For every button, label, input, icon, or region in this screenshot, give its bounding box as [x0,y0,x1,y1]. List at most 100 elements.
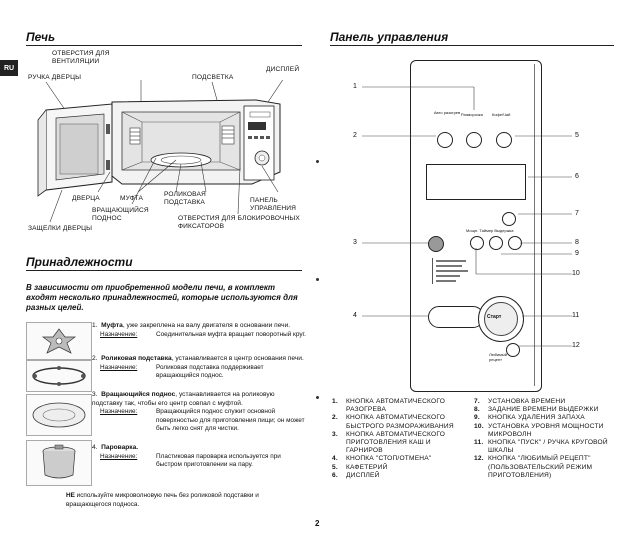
label-light: ПОДСВЕТКА [192,74,234,81]
steamer-image [26,440,92,486]
auto-reheat-button[interactable] [437,132,453,148]
callout-number: 12 [572,342,580,349]
note-text: используйте микроволновую печь без ролик… [66,492,259,508]
callout-leaders [362,86,572,347]
panel-section-title: Панель управления [330,30,449,44]
accessory-desc: , устанавливается на роликовую подставку… [92,391,275,407]
legend-item: 6.ДИСПЛЕЙ [332,471,380,479]
callout-number: 8 [575,239,579,246]
legend-item: 2.КНОПКА АВТОМАТИЧЕСКОГО БЫСТРОГО РАЗМОР… [332,414,454,430]
btn-label-defrost: Разморозка [461,112,483,117]
legend-item: 9.КНОПКА УДАЛЕНИЯ ЗАПАХА [474,414,585,422]
callout-number: 5 [575,132,579,139]
accessory-num: 2. [92,355,98,362]
callout-number: 1 [353,83,357,90]
cafeteria-button[interactable] [496,132,512,148]
label-handle: РУЧКА ДВЕРЦЫ [28,74,82,81]
label-door: ДВЕРЦА [72,195,100,202]
auto-cook-button[interactable] [428,236,444,252]
btn-label-favorite: Любимый рецепт [489,352,508,362]
label-lock-holes: ОТВЕРСТИЯ ДЛЯ БЛОКИРОВОЧНЫХ ФИКСАТОРОВ [178,215,300,230]
legend-item: 3.КНОПКА АВТОМАТИЧЕСКОГО ПРИГОТОВЛЕНИЯ К… [332,430,446,455]
accessory-name: Вращающийся поднос [101,391,176,398]
legend-item: 7.УСТАНОВКА ВРЕМЕНИ [474,398,566,405]
btn-label-power-row: Мощн. Таймер Выдержка [466,228,526,233]
oven-section-title: Печь [26,30,56,44]
accessory-name: Муфта [101,322,123,329]
purpose-label: Назначение: [100,363,138,371]
favorite-recipe-button[interactable] [506,343,520,357]
start-dial-inner[interactable] [484,302,518,336]
panel-display [426,164,526,200]
label-display: ДИСПЛЕЙ [266,66,300,73]
accessory-purpose: Соединительная муфта вращает поворотный … [156,330,306,338]
power-level-button[interactable] [470,236,484,250]
legend-item: 4.КНОПКА "СТОП/ОТМЕНА" [332,455,432,463]
legend-item: 8.ЗАДАНИЕ ВРЕМЕНИ ВЫДЕРЖКИ [474,406,599,414]
panel-edge [534,64,539,386]
legend-right: 7.УСТАНОВКА ВРЕМЕНИ 8.ЗАДАНИЕ ВРЕМЕНИ ВЫ… [474,398,620,480]
coupler-image [26,322,92,360]
callout-number: 9 [575,250,579,257]
label-vent: ОТВЕРСТИЯ ДЛЯ ВЕНТИЛЯЦИИ [52,50,110,65]
callout-number: 10 [572,270,580,277]
binding-dot [316,396,319,399]
accessory-name: Роликовая подставка [101,355,172,362]
callout-number: 7 [575,210,579,217]
page-number: 2 [315,519,320,528]
callout-number: 6 [575,173,579,180]
accessories-note: НЕ используйте микроволновую печь без ро… [66,492,296,509]
accessory-item-3: 3. Вращающийся поднос, устанавливается н… [92,391,306,434]
accessory-item-1: 1. Муфта, уже закреплена на валу двигате… [92,322,306,339]
oven-illustration [37,80,284,223]
language-tab: RU [0,60,18,76]
callout-number: 2 [353,132,357,139]
btn-label-coffee: Кофе/Чай [492,112,511,117]
legend-left: 1.КНОПКА АВТОМАТИЧЕСКОГО РАЗОГРЕВА 2.КНО… [332,398,472,480]
oven-title-rule [26,45,302,46]
accessory-purpose: Роликовая подставка поддерживает вращающ… [156,363,264,380]
accessory-purpose: Вращающийся поднос служит основной повер… [156,408,305,433]
auto-defrost-button[interactable] [466,132,482,148]
binding-dot [316,160,319,163]
accessory-purpose: Пластиковая пароварка используется при б… [156,452,281,469]
accessory-desc: , уже закреплена на валу двигателя в осн… [122,322,291,329]
binding-dot [316,278,319,281]
roller-ring-image [26,360,92,392]
panel-title-rule [330,45,614,46]
label-latches: ЗАЩЕЛКИ ДВЕРЦЫ [28,225,93,232]
accessories-title-rule [26,270,302,271]
callout-number: 3 [353,239,357,246]
deodorize-button[interactable] [489,236,503,250]
label-coupler: МУФТА [120,195,144,202]
accessory-item-4: 4. Пароварка. Назначение: Пластиковая пар… [92,444,306,470]
btn-label-timer: Таймер [479,228,494,233]
purpose-label: Назначение: [100,330,138,338]
btn-label-power: Мощн. [466,228,479,233]
legend-item: 1.КНОПКА АВТОМАТИЧЕСКОГО РАЗОГРЕВА [332,398,446,414]
control-panel-body [410,60,542,392]
turntable-image [26,394,92,436]
auto-cook-menu-list [432,258,473,284]
accessory-num: 3. [92,391,98,398]
start-label: Старт [487,314,502,320]
label-control-panel: ПАНЕЛЬ УПРАВЛЕНИЯ [250,197,297,212]
accessory-name: Пароварка. [101,444,139,451]
accessory-desc: , устанавливается в центр основания печи… [171,355,304,362]
btn-label-auto-reheat: Авто разогрев [433,110,461,115]
legend-item: 10.УСТАНОВКА УРОВНЯ МОЩНОСТИ МИКРОВОЛН [474,422,604,438]
label-turntable: ВРАЩАЮЩИЙСЯ ПОДНОС [92,207,149,222]
accessory-num: 1. [92,322,98,329]
label-roller-ring: РОЛИКОВАЯ ПОДСТАВКА [164,191,206,206]
clock-button[interactable] [502,212,516,226]
purpose-label: Назначение: [100,452,138,460]
accessories-intro: В зависимости от приобретенной модели пе… [26,283,298,312]
btn-label-hold: Выдержка [494,228,514,233]
accessory-num: 4. [92,444,98,451]
legend-item: 12.КНОПКА "ЛЮБИМЫЙ РЕЦЕПТ" (ПОЛЬЗОВАТЕЛЬ… [474,455,593,479]
callout-number: 4 [353,312,357,319]
note-bold: НЕ [66,492,75,499]
accessory-item-2: 2. Роликовая подставка, устанавливается … [92,355,306,381]
legend-item: 11.КНОПКА "ПУСК" / РУЧКА КРУГОВОЙ ШКАЛЫ [474,439,608,455]
accessories-section-title: Принадлежности [26,255,133,269]
